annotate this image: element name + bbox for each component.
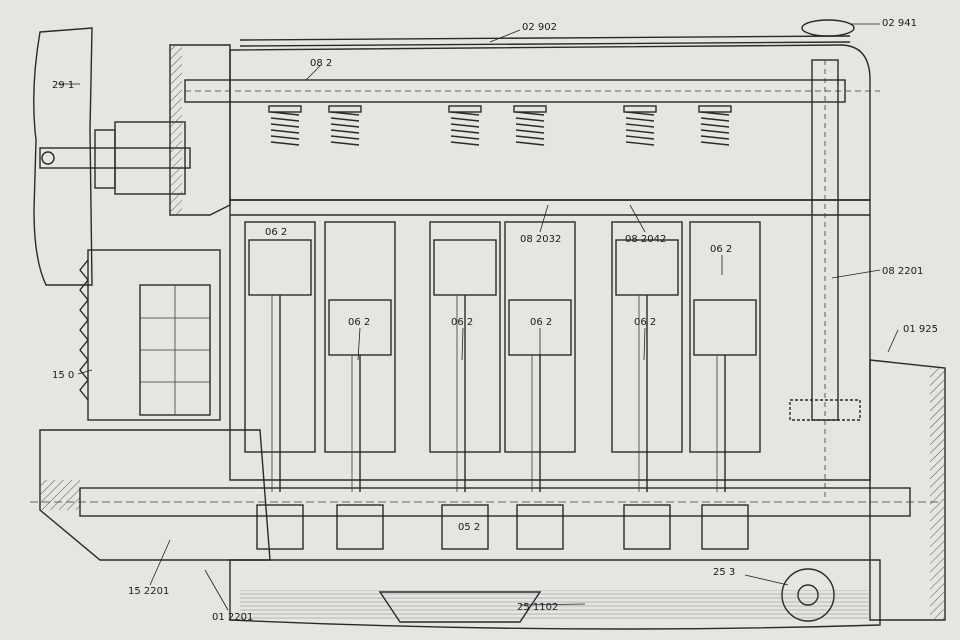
- cylinder: [504, 221, 576, 550]
- cylinder: [429, 221, 501, 550]
- valve-spring: [698, 105, 732, 146]
- label-08-2032: 08 2032: [520, 234, 561, 245]
- valve-spring: [268, 105, 302, 146]
- label-01-2201: 01 2201: [212, 612, 253, 623]
- label-25-3: 25 3: [713, 567, 735, 578]
- valve-spring: [448, 105, 482, 146]
- vertical-drive-shaft: [789, 59, 861, 500]
- label-02-941: 02 941: [882, 18, 917, 29]
- cylinders: [244, 221, 761, 550]
- label-29-1: 29 1: [52, 80, 74, 91]
- label-leader-lines: [58, 23, 899, 611]
- valve-spring: [513, 105, 547, 146]
- propeller-hub: [39, 121, 191, 195]
- label-06-2-e: 06 2: [530, 317, 552, 328]
- top-rod: [239, 35, 851, 41]
- rear-pump-gear: [781, 568, 835, 622]
- valve-spring: [623, 105, 657, 146]
- label-06-2-c: 06 2: [348, 317, 370, 328]
- camshaft: [184, 79, 880, 103]
- front-housing-hatch: [170, 45, 182, 215]
- label-05-2: 05 2: [458, 522, 480, 533]
- valve-spring: [328, 105, 362, 146]
- oil-level: [240, 590, 870, 620]
- cylinder: [611, 221, 683, 550]
- cam-cover: [229, 44, 871, 201]
- cylinder: [689, 221, 761, 550]
- label-08-2-top: 08 2: [310, 58, 332, 69]
- label-06-2-b: 06 2: [710, 244, 732, 255]
- label-08-2042: 08 2042: [625, 234, 666, 245]
- label-01-925: 01 925: [903, 324, 938, 335]
- valve-springs: [268, 105, 732, 146]
- oil-pump: [378, 591, 542, 623]
- oil-filler-cap: [801, 19, 855, 37]
- cylinder: [244, 221, 316, 550]
- propeller-blade: [33, 27, 93, 286]
- label-08-2201: 08 2201: [882, 266, 923, 277]
- oil-sump: [229, 559, 881, 630]
- crankshaft: [30, 487, 940, 517]
- label-25-1102: 25 1102: [517, 602, 558, 613]
- label-15-2201: 15 2201: [128, 586, 169, 597]
- label-15-0: 15 0: [52, 370, 74, 381]
- label-06-2-a: 06 2: [265, 227, 287, 238]
- label-06-2-f: 06 2: [634, 317, 656, 328]
- part-labels: 29 1 08 2 02 902 02 941 06 2 08 2032 08 …: [52, 18, 938, 623]
- label-06-2-d: 06 2: [451, 317, 473, 328]
- magneto-unit: [79, 249, 221, 421]
- label-02-902: 02 902: [522, 22, 557, 33]
- cylinder: [324, 221, 396, 550]
